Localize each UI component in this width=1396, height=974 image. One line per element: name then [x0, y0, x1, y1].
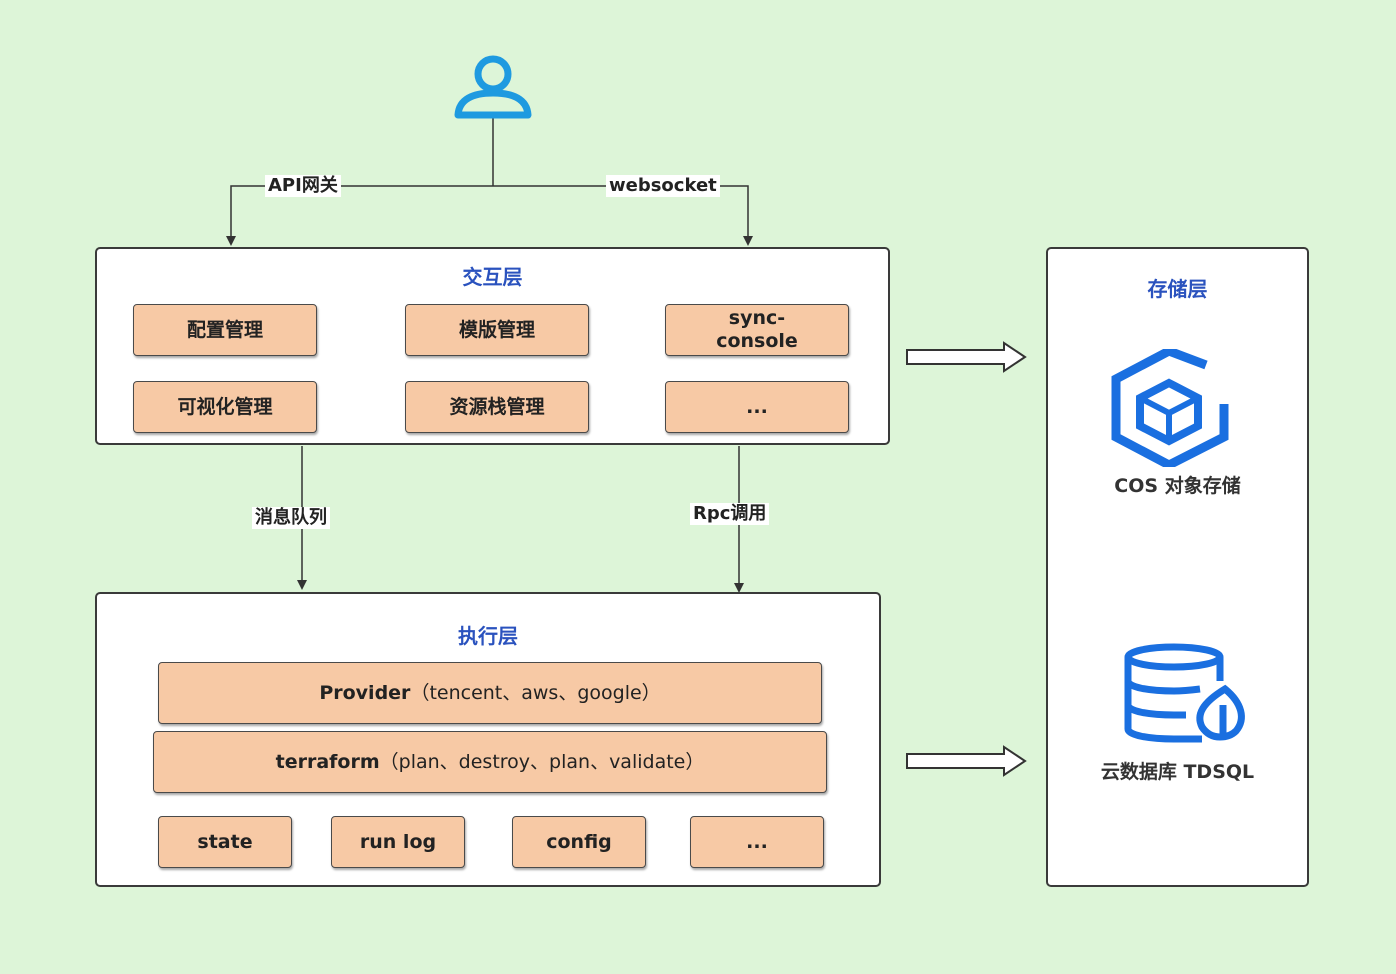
db-storage-label: 云数据库 TDSQL — [1100, 761, 1255, 783]
websocket-connector — [493, 185, 753, 246]
sync-console-module: sync- console — [665, 304, 849, 356]
cos-cube-icon — [1111, 349, 1229, 467]
state-item: state — [158, 816, 292, 868]
user-icon — [454, 55, 532, 119]
interaction-layer-panel: 交互层 配置管理 模版管理 sync- console 可视化管理 资源栈管理 … — [95, 247, 890, 445]
more-interaction-module: ... — [665, 381, 849, 433]
resource-stack-management-module: 资源栈管理 — [405, 381, 589, 433]
storage-layer-title: 存储层 — [1147, 277, 1208, 301]
config-item: config — [512, 816, 646, 868]
interaction-to-storage-arrow — [906, 341, 1027, 373]
terraform-detail: （plan、destroy、plan、validate） — [379, 750, 705, 773]
terraform-name: terraform — [275, 750, 380, 773]
cos-storage-label: COS 对象存储 — [1114, 475, 1241, 497]
database-icon — [1124, 643, 1245, 743]
execution-to-storage-arrow — [906, 745, 1027, 777]
terraform-box: terraform（plan、destroy、plan、validate） — [153, 731, 827, 793]
websocket-label: websocket — [606, 175, 720, 197]
run-log-item: run log — [331, 816, 465, 868]
api-gateway-connector — [226, 185, 493, 246]
rpc-call-label: Rpc调用 — [690, 503, 770, 525]
visual-management-module: 可视化管理 — [133, 381, 317, 433]
execution-layer-title: 执行层 — [458, 624, 518, 648]
storage-layer-panel: 存储层 COS 对象存储 云数据库 TDSQL — [1046, 247, 1309, 887]
config-management-module: 配置管理 — [133, 304, 317, 356]
message-queue-label: 消息队列 — [252, 507, 330, 529]
more-execution-item: ... — [690, 816, 824, 868]
provider-detail: （tencent、aws、google） — [410, 681, 661, 704]
api-gateway-label: API网关 — [265, 175, 341, 197]
template-management-module: 模版管理 — [405, 304, 589, 356]
interaction-layer-title: 交互层 — [462, 265, 523, 289]
provider-box: Provider（tencent、aws、google） — [158, 662, 822, 724]
provider-name: Provider — [319, 681, 411, 704]
execution-layer-panel: 执行层 Provider（tencent、aws、google） terrafo… — [95, 592, 881, 887]
